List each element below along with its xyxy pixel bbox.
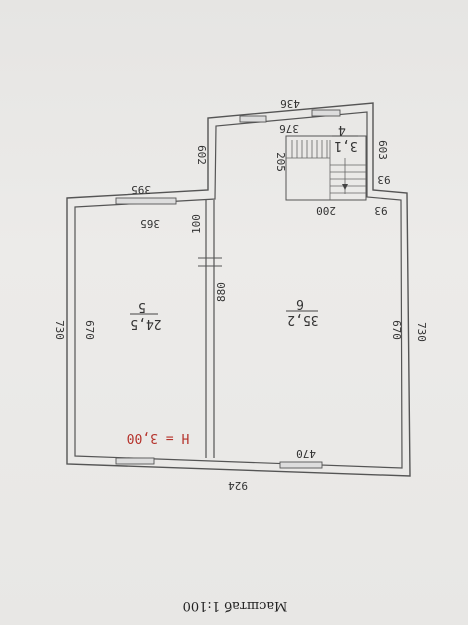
dim-tower-left: 602 [195,145,208,165]
dim-tower-right: 603 [376,140,389,160]
stair-box [285,135,367,201]
dim-bottom-outer: 924 [228,479,248,492]
window-left-top [115,197,177,205]
room-6-area: 35,2 [287,312,318,327]
window-tower-top-right [311,109,341,117]
window-bottom-right [279,461,323,469]
room-4-number: 4 [338,122,346,137]
dim-right-outer: 730 [415,322,428,342]
window-bottom-left [115,457,155,465]
dim-stair-bottom: 200 [316,204,336,217]
dim-step-93-a: 93 [377,173,390,186]
window-tower-top-left [239,115,267,123]
dim-stair-height: 205 [274,152,287,172]
ceiling-height: H = 3,00 [127,430,190,445]
dim-top-inner-left: 365 [140,217,160,230]
dim-tower-top: 436 [280,97,300,110]
dim-partition: 880 [215,282,228,302]
dim-left-inner: 670 [83,320,96,340]
dim-right-inner: 670 [390,320,403,340]
dim-bottom-inner: 470 [296,447,316,460]
outer-wall [66,102,411,477]
room-5-area: 24,5 [130,316,161,331]
inner-wall [74,111,403,469]
dim-step-93-b: 93 [374,204,387,217]
scale-label: Масштаб 1:100 [182,598,288,613]
room-6-number: 6 [296,296,304,311]
dim-partition-top: 100 [190,214,203,234]
room-4-area: 3,1 [334,138,357,153]
room-5-number: 5 [138,299,146,314]
dim-stair-width: 376 [279,122,299,135]
dim-left-outer: 730 [53,320,66,340]
stair-arrow [342,184,348,190]
stair-steps [286,140,366,200]
dim-top-outer-left: 395 [131,183,151,196]
